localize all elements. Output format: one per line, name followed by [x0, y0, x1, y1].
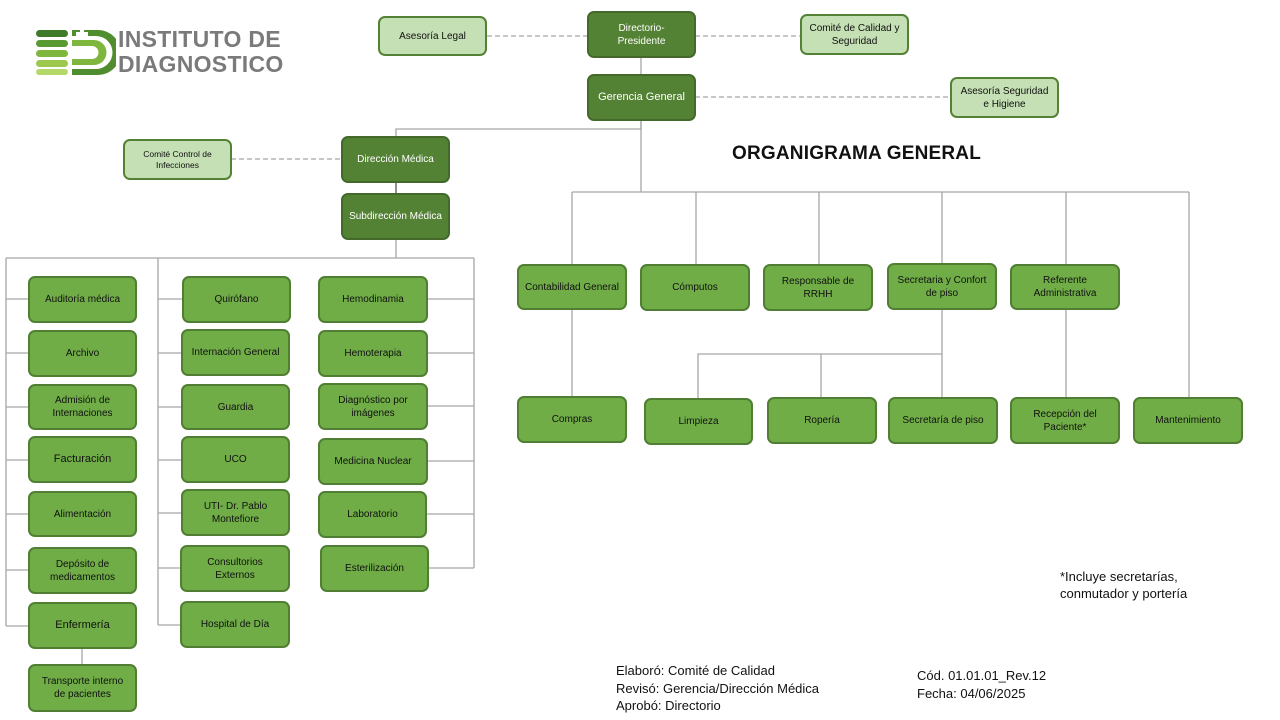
- node-diagnostico-imagenes[interactable]: Diagnóstico por imágenes: [318, 383, 428, 430]
- aprobo-text: Aprobó: Directorio: [616, 698, 721, 713]
- institute-logo: [36, 28, 281, 76]
- node-secretaria-confort[interactable]: Secretaria y Confort de piso: [887, 263, 997, 310]
- logo-text: INSTITUTO DE DIAGNOSTICO: [118, 27, 284, 77]
- footnote: *Incluye secretarías, conmutador y porte…: [1060, 568, 1187, 602]
- reviso-text: Revisó: Gerencia/Dirección Médica: [616, 680, 820, 696]
- connector-secretaria-bus: [697, 353, 942, 399]
- connector-ger-medica: [395, 120, 642, 137]
- node-contabilidad-general[interactable]: Contabilidad General: [517, 264, 627, 310]
- node-subdireccion-medica[interactable]: Subdirección Médica: [341, 193, 450, 240]
- node-secretaria-de-piso[interactable]: Secretaría de piso: [888, 397, 998, 444]
- footnote-line-1: *Incluye secretarías,: [1060, 569, 1178, 584]
- node-comite-infecciones[interactable]: Comité Control de Infecciones: [123, 139, 232, 180]
- node-alimentacion[interactable]: Alimentación: [28, 491, 137, 537]
- node-admision-internaciones[interactable]: Admisión de Internaciones: [28, 384, 137, 430]
- node-medicina-nuclear[interactable]: Medicina Nuclear: [318, 438, 428, 485]
- node-uco[interactable]: UCO: [181, 436, 290, 483]
- node-quirofano[interactable]: Quirófano: [182, 276, 291, 323]
- document-code-block: Cód. 01.01.01_Rev.12 Fecha: 04/06/2025: [917, 667, 1046, 702]
- node-hemoterapia[interactable]: Hemoterapia: [318, 330, 428, 377]
- document-code: Cód. 01.01.01_Rev.12: [917, 668, 1047, 683]
- node-uti[interactable]: UTI- Dr. Pablo Montefiore: [181, 489, 290, 536]
- page-title: ORGANIGRAMA GENERAL: [732, 143, 982, 164]
- node-guardia[interactable]: Guardia: [181, 384, 290, 430]
- node-comite-calidad[interactable]: Comité de Calidad y Seguridad: [800, 14, 909, 55]
- node-facturacion[interactable]: Facturación: [28, 436, 137, 483]
- footnote-line-2: conmutador y portería: [1060, 586, 1188, 601]
- node-hospital-de-dia[interactable]: Hospital de Día: [180, 601, 290, 648]
- node-hemodinamia[interactable]: Hemodinamia: [318, 276, 428, 323]
- node-computos[interactable]: Cómputos: [640, 264, 750, 311]
- node-internacion-general[interactable]: Internación General: [181, 329, 290, 376]
- node-roperia[interactable]: Ropería: [767, 397, 877, 444]
- node-limpieza[interactable]: Limpieza: [644, 398, 753, 445]
- elaboro-text: Elaboró: Comité de Calidad: [616, 663, 775, 678]
- node-asesoria-legal[interactable]: Asesoría Legal: [378, 16, 487, 56]
- node-archivo[interactable]: Archivo: [28, 330, 137, 377]
- node-direccion-medica[interactable]: Dirección Médica: [341, 136, 450, 183]
- node-responsable-rrhh[interactable]: Responsable de RRHH: [763, 264, 873, 311]
- node-esterilizacion[interactable]: Esterilización: [320, 545, 429, 592]
- node-compras[interactable]: Compras: [517, 396, 627, 443]
- node-recepcion-paciente[interactable]: Recepción del Paciente*: [1010, 397, 1120, 444]
- node-consultorios-externos[interactable]: Consultorios Externos: [180, 545, 290, 592]
- logo-line-1: INSTITUTO DE: [118, 26, 281, 52]
- node-deposito-medicamentos[interactable]: Depósito de medicamentos: [28, 547, 137, 594]
- node-referente-administrativa[interactable]: Referente Administrativa: [1010, 264, 1120, 310]
- node-directorio[interactable]: Directorio- Presidente: [587, 11, 696, 58]
- node-gerencia-general[interactable]: Gerencia General: [587, 74, 696, 121]
- logo-mark-icon: [36, 28, 121, 75]
- node-auditoria-medica[interactable]: Auditoría médica: [28, 276, 137, 323]
- document-date: Fecha: 04/06/2025: [917, 685, 1026, 701]
- node-enfermeria[interactable]: Enfermería: [28, 602, 137, 649]
- node-asesoria-seguridad[interactable]: Asesoría Seguridad e Higiene: [950, 77, 1059, 118]
- approval-block: Elaboró: Comité de Calidad Revisó: Geren…: [616, 662, 819, 715]
- node-laboratorio[interactable]: Laboratorio: [318, 491, 427, 538]
- node-transporte-interno[interactable]: Transporte interno de pacientes: [28, 664, 137, 712]
- node-mantenimiento[interactable]: Mantenimiento: [1133, 397, 1243, 444]
- logo-line-2: DIAGNOSTICO: [118, 51, 284, 77]
